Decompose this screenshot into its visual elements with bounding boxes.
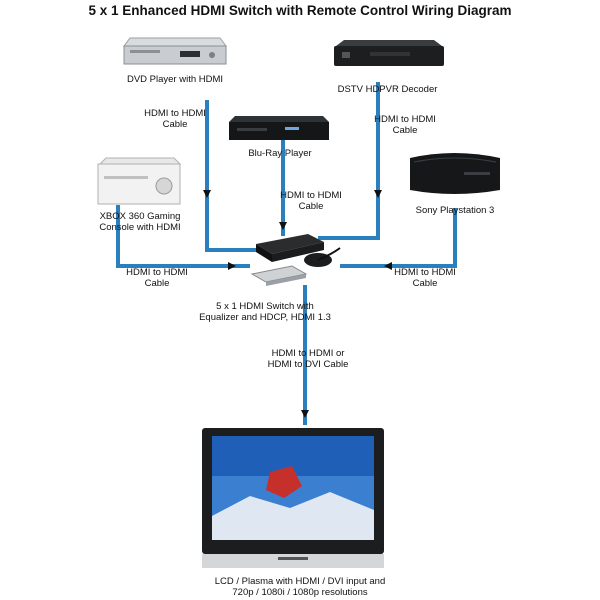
dstv-decoder-image (334, 40, 444, 66)
xbox-console-image (97, 157, 182, 205)
arrow-bluray (279, 222, 287, 230)
ps3-console-label: Sony Playstation 3 (415, 205, 495, 216)
dstv-decoder-label: DSTV HDPVR Decoder (337, 84, 438, 95)
cable-label-bluray: HDMI to HDMI Cable (276, 190, 346, 212)
switch-label-line-2: Equalizer and HDCP, HDMI 1.3 (199, 312, 331, 323)
diagram-title: 5 x 1 Enhanced HDMI Switch with Remote C… (88, 3, 512, 18)
arrow-ps3 (384, 262, 392, 270)
cable-xbox (116, 205, 250, 268)
cable-label-xbox-line-1: HDMI to HDMI (126, 267, 188, 278)
cable-label-ps3-line-1: HDMI to HDMI (394, 267, 456, 278)
xbox-label-line-2: Console with HDMI (99, 222, 181, 233)
hdmi-switch-image (250, 234, 341, 286)
dvd-player-image (123, 37, 227, 65)
dvd-player-label: DVD Player with HDMI (126, 74, 224, 85)
tv-label-line-2: 720p / 1080i / 1080p resolutions (232, 587, 368, 598)
cable-label-dstv-line-1: HDMI to HDMI (374, 114, 436, 125)
cable-label-tv-line-1: HDMI to HDMI or (271, 348, 345, 359)
cable-dstv (318, 82, 380, 240)
hdmi-switch-label: 5 x 1 HDMI Switch with Equalizer and HDC… (170, 301, 360, 323)
cable-dvd (205, 100, 262, 252)
cable-label-xbox-line-2: Cable (144, 278, 170, 289)
cable-label-bluray-line-2: Cable (298, 201, 324, 212)
cable-label-dvd: HDMI to HDMI Cable (140, 108, 210, 130)
bluray-player-image (229, 116, 329, 140)
cable-label-ps3: HDMI to HDMI Cable (390, 267, 460, 289)
cable-ps3 (340, 208, 457, 268)
tv-label-line-1: LCD / Plasma with HDMI / DVI input and (214, 576, 386, 587)
tv-label: LCD / Plasma with HDMI / DVI input and 7… (180, 576, 420, 598)
cable-label-tv-line-2: HDMI to DVI Cable (267, 359, 349, 370)
cable-label-ps3-line-2: Cable (412, 278, 438, 289)
xbox-console-label: XBOX 360 Gaming Console with HDMI (80, 211, 200, 233)
arrow-dvd (203, 190, 211, 198)
arrow-dstv (374, 190, 382, 198)
cable-label-xbox: HDMI to HDMI Cable (122, 267, 192, 289)
xbox-label-line-1: XBOX 360 Gaming (99, 211, 181, 222)
cable-label-dstv: HDMI to HDMI Cable (370, 114, 440, 136)
cable-label-dvd-line-2: Cable (162, 119, 188, 130)
arrow-xbox (228, 262, 236, 270)
cable-label-dstv-line-2: Cable (392, 125, 418, 136)
ps3-console-image (410, 153, 500, 194)
switch-label-line-1: 5 x 1 HDMI Switch with (216, 301, 314, 312)
cable-label-bluray-line-1: HDMI to HDMI (280, 190, 342, 201)
cable-label-tv: HDMI to HDMI or HDMI to DVI Cable (258, 348, 358, 370)
cable-label-dvd-line-1: HDMI to HDMI (144, 108, 206, 119)
tv-image (202, 428, 384, 568)
arrow-tv (301, 410, 309, 418)
bluray-player-label: Blu-Ray Player (248, 148, 312, 159)
